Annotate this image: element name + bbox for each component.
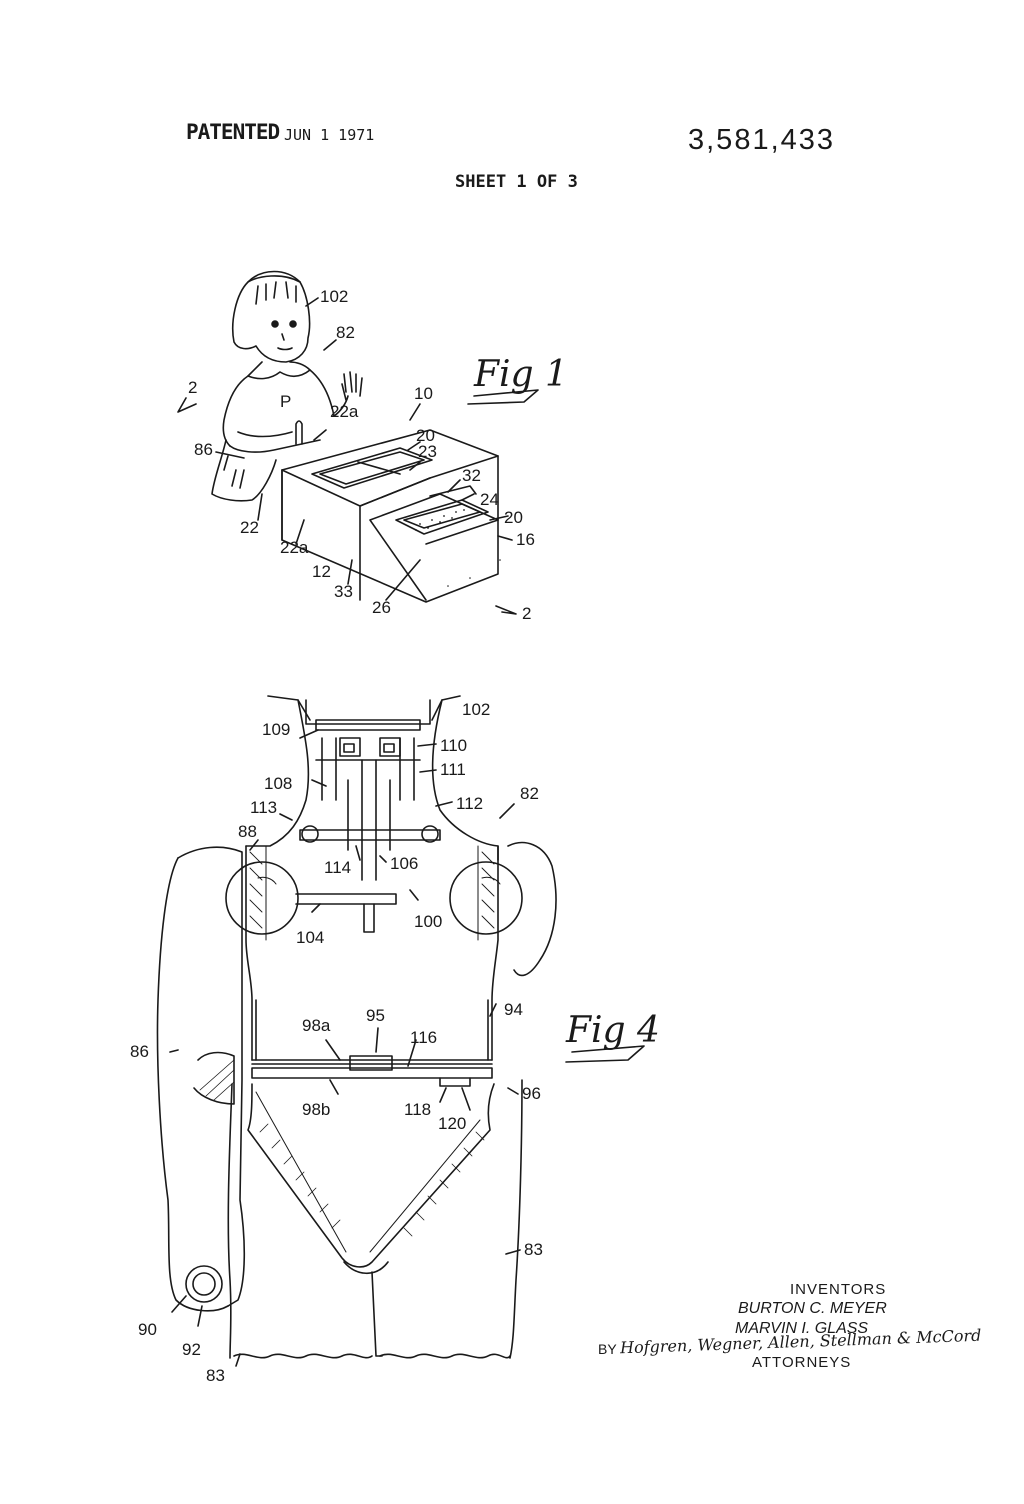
inventors-heading: INVENTORS: [790, 1281, 887, 1298]
fig1-ref-22a-bottom: 22a: [280, 538, 309, 557]
fig4-ref-114: 114: [324, 858, 352, 877]
sheet-number: SHEET 1 OF 3: [455, 172, 578, 192]
fig4-ref-92: 92: [182, 1340, 201, 1359]
fig1-ref-102: 102: [320, 287, 349, 306]
fig1-ref-12: 12: [312, 562, 331, 581]
fig4-ref-120: 120: [438, 1114, 467, 1133]
fig4-ref-94: 94: [504, 1000, 523, 1019]
patent-date: JUN 1 1971: [284, 126, 375, 144]
fig1-ref-22a-top: 22a: [330, 402, 359, 421]
fig4-ref-102: 102: [462, 700, 491, 719]
fig1-ref-10: 10: [414, 384, 433, 403]
fig4-ref-104: 104: [296, 928, 325, 947]
fig1-ref-20-top: 20: [416, 426, 435, 445]
fig1-ref-p: P: [280, 392, 292, 411]
inventor-name-2: MARVIN I. GLASS: [735, 1320, 869, 1337]
fig1-ref-24: 24: [480, 490, 499, 509]
fig4-ref-109: 109: [262, 720, 291, 739]
fig1-ref-16: 16: [516, 530, 535, 549]
attorneys-heading: ATTORNEYS: [752, 1354, 852, 1371]
patented-label: PATENTED: [186, 120, 280, 144]
fig4-ref-90: 90: [138, 1320, 157, 1339]
fig4-ref-111: 111: [440, 760, 466, 779]
inventor-name-1: BURTON C. MEYER: [738, 1300, 887, 1317]
fig4-ref-110: 110: [440, 736, 468, 755]
fig1-ref-86: 86: [194, 440, 213, 459]
fig1-ref-20-right: 20: [504, 508, 523, 527]
fig4-ref-106: 106: [390, 854, 419, 873]
fig1-ref-32: 32: [462, 466, 481, 485]
fig4-ref-113: 113: [250, 798, 278, 817]
fig1-label: Fig 1: [474, 354, 568, 395]
by-label: BY: [598, 1341, 617, 1357]
fig4-ref-100: 100: [414, 912, 443, 931]
fig4-ref-98b: 98b: [302, 1100, 331, 1119]
fig1-ref-82: 82: [336, 323, 355, 342]
fig1-ref-33: 33: [334, 582, 353, 601]
fig4-label: Fig 4: [566, 1010, 660, 1051]
fig4-ref-108: 108: [264, 774, 293, 793]
fig4-ref-116: 116: [410, 1028, 438, 1047]
fig4-ref-98a: 98a: [302, 1016, 331, 1035]
fig4-ref-88: 88: [238, 822, 257, 841]
fig1-ref-2-bottom: 2: [522, 604, 532, 623]
fig4-ref-83-right: 83: [524, 1240, 543, 1259]
fig4-ref-83-left: 83: [206, 1366, 225, 1385]
patent-number: 3,581,433: [688, 124, 836, 156]
fig1-ref-22: 22: [240, 518, 259, 537]
fig4-ref-82: 82: [520, 784, 539, 803]
fig4-ref-86: 86: [130, 1042, 149, 1061]
fig1-ref-26: 26: [372, 598, 391, 617]
fig4-ref-112: 112: [456, 794, 484, 813]
fig1-ref-2-top: 2: [188, 378, 198, 397]
fig1-ref-23: 23: [418, 442, 437, 461]
fig4-ref-96: 96: [522, 1084, 541, 1103]
fig4-ref-95: 95: [366, 1006, 385, 1025]
fig4-ref-118: 118: [404, 1100, 432, 1119]
